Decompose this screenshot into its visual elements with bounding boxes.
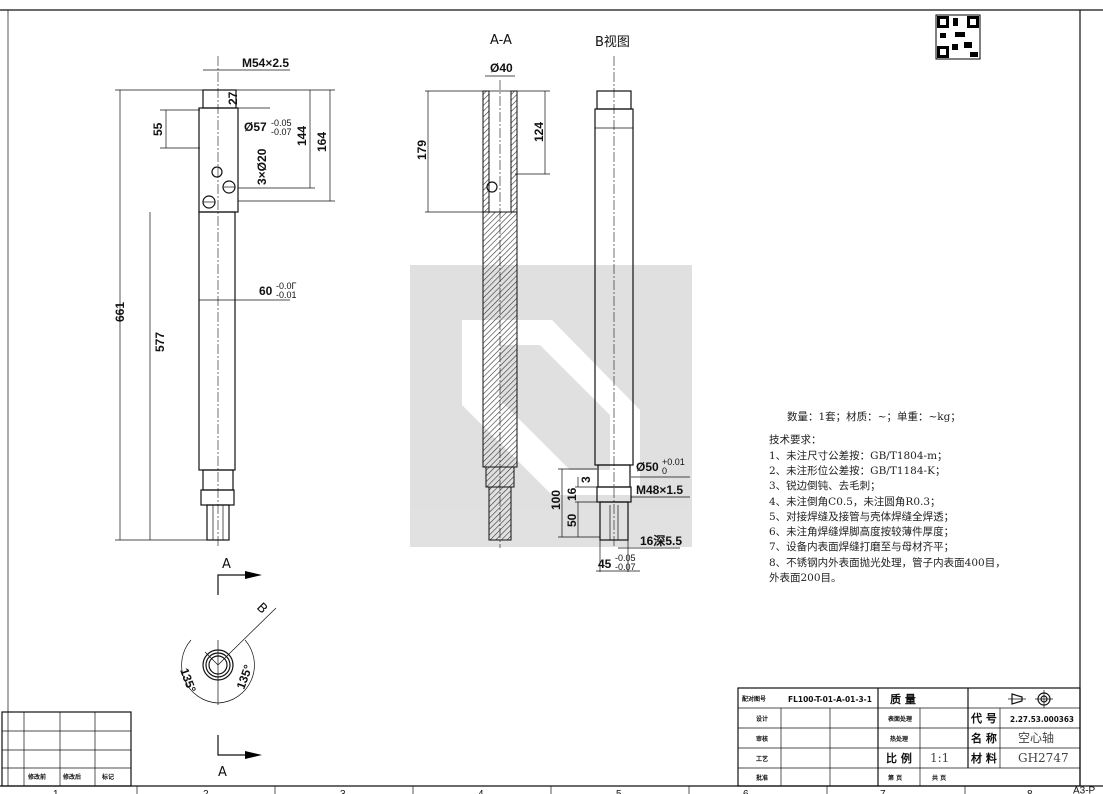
dim-144: 144	[295, 126, 309, 146]
dim-164: 164	[315, 132, 329, 152]
ref-label: 配对图号	[742, 695, 766, 703]
note-item: 6、未注角焊缝焊脚高度按较薄件厚度；	[769, 525, 954, 538]
approve-label: 批准	[756, 774, 768, 782]
section-label: A-A	[490, 33, 512, 48]
dim-124: 124	[532, 122, 546, 142]
b-view-label: B视图	[595, 35, 630, 50]
dim-3: 3	[579, 476, 593, 483]
cut-label-bottom: A	[218, 765, 227, 780]
heat-label: 热处理	[890, 735, 908, 743]
front-view: M54×2.5 661 577 55 27 Ø57 -0.05 -0.07 14…	[113, 56, 335, 548]
zone-number: 4	[478, 789, 484, 794]
dim-holes: 3×Ø20	[255, 148, 269, 185]
name-label: 名 称	[971, 731, 997, 745]
process-label: 工艺	[756, 755, 768, 763]
notes-heading: 技术要求：	[769, 433, 822, 446]
review-label: 审核	[756, 735, 768, 743]
angle-left: 135°	[177, 666, 199, 694]
sheet-size: A3-P	[1073, 786, 1096, 794]
tol-dia45-upper: -0.05	[615, 553, 636, 563]
tol-dia57-upper: -0.05	[271, 118, 292, 128]
dim-dia57: Ø57	[244, 120, 267, 134]
note-item: 5、对接焊缝及接管与壳体焊缝全焊透；	[769, 510, 954, 523]
design-label: 设计	[756, 715, 768, 723]
qr-code	[935, 14, 981, 60]
ref-value: FL100-T-01-A-01-3-1	[788, 695, 872, 704]
end-view: 135° 135° B A A	[177, 557, 277, 780]
scale-value: 1:1	[930, 751, 949, 765]
drawing-frame	[0, 9, 1103, 787]
material-label: 材 料	[971, 751, 997, 765]
note-item: 7、设备内表面焊缝打磨至与母材齐平；	[769, 540, 954, 553]
zone-row: 1 2 3 4 5 6 7 8 A3-P	[53, 786, 1096, 794]
angle-right: 135°	[234, 663, 256, 691]
revision-col-after: 修改后	[62, 773, 81, 781]
code-value: 2.27.53.000363	[1010, 715, 1074, 724]
dim-179: 179	[415, 140, 429, 160]
tol-dia60-upper: -0.0Γ	[276, 281, 297, 291]
tol-dia45-lower: -0.07	[615, 562, 636, 572]
dim-slot: 16深5.5	[640, 533, 682, 548]
note-item: 1、未注尺寸公差按：GB/T1804-m；	[769, 449, 948, 462]
zone-number: 3	[340, 789, 346, 794]
dim-dia60: 60	[259, 284, 273, 298]
dim-thread-top: M54×2.5	[242, 56, 289, 70]
surface-label: 表面处理	[887, 715, 912, 723]
title-block: 配对图号 FL100-T-01-A-01-3-1 质 量 设计 审核 工艺 批准…	[737, 687, 1081, 787]
revision-table: 修改前 修改后 标记	[1, 711, 132, 787]
sheet-label: 第 页	[887, 774, 902, 782]
dim-100: 100	[549, 490, 563, 510]
note-item: 3、锐边倒钝、去毛刺；	[769, 479, 881, 492]
name-value: 空心轴	[1018, 730, 1054, 745]
dim-577: 577	[153, 332, 167, 352]
note-item: 外表面200目。	[769, 571, 842, 584]
dim-dia45: 45	[598, 557, 612, 571]
notes-summary: 数量：1套；材质：~；单重：~kg；	[787, 410, 961, 423]
scale-label: 比 例	[886, 751, 912, 765]
zone-number: 7	[880, 789, 886, 794]
zone-number: 1	[53, 789, 59, 794]
dim-16: 16	[565, 487, 579, 501]
zone-number: 6	[743, 789, 749, 794]
zone-number: 2	[203, 789, 209, 794]
code-label: 代 号	[970, 711, 997, 725]
note-item: 2、未注形位公差按：GB/T1184-K；	[769, 464, 945, 477]
zone-number: 5	[616, 789, 622, 794]
dim-661: 661	[113, 302, 127, 322]
note-item: 4、未注倒角C0.5，未注圆角R0.3；	[769, 495, 941, 508]
dim-thread-bottom: M48×1.5	[636, 483, 683, 497]
b-view: B视图 Ø50 +0.01 0 M48×1.5 100 3 16 50 16深5…	[549, 35, 690, 572]
dim-dia50: Ø50	[636, 460, 659, 474]
technical-notes: 数量：1套；材质：~；单重：~kg； 技术要求： 1、未注尺寸公差按：GB/T1…	[769, 410, 1006, 584]
projection-symbol-icon	[1008, 690, 1053, 708]
material-value: GH2747	[1018, 751, 1069, 765]
revision-col-before: 修改前	[27, 773, 46, 781]
dim-27: 27	[226, 91, 240, 105]
cut-label-top: A	[222, 557, 231, 572]
watermark-logo	[410, 265, 692, 547]
tol-dia50-lower: 0	[662, 466, 667, 476]
tol-dia50: +0.01	[662, 457, 685, 467]
dim-50: 50	[565, 513, 579, 527]
mass-label: 质 量	[890, 692, 916, 706]
total-label: 共 页	[932, 774, 946, 782]
dim-dia40: Ø40	[490, 61, 513, 75]
section-a-a: A-A Ø40 179 124	[415, 33, 550, 548]
dim-55: 55	[151, 122, 165, 136]
revision-col-mark: 标记	[101, 773, 114, 781]
zone-number: 8	[1027, 789, 1033, 794]
view-arrow-b: B	[253, 600, 270, 617]
tol-dia60-lower: -0.01	[276, 290, 297, 300]
tol-dia57-lower: -0.07	[271, 127, 292, 137]
note-item: 8、不锈钢内外表面抛光处理，管子内表面400目，	[769, 556, 1006, 569]
